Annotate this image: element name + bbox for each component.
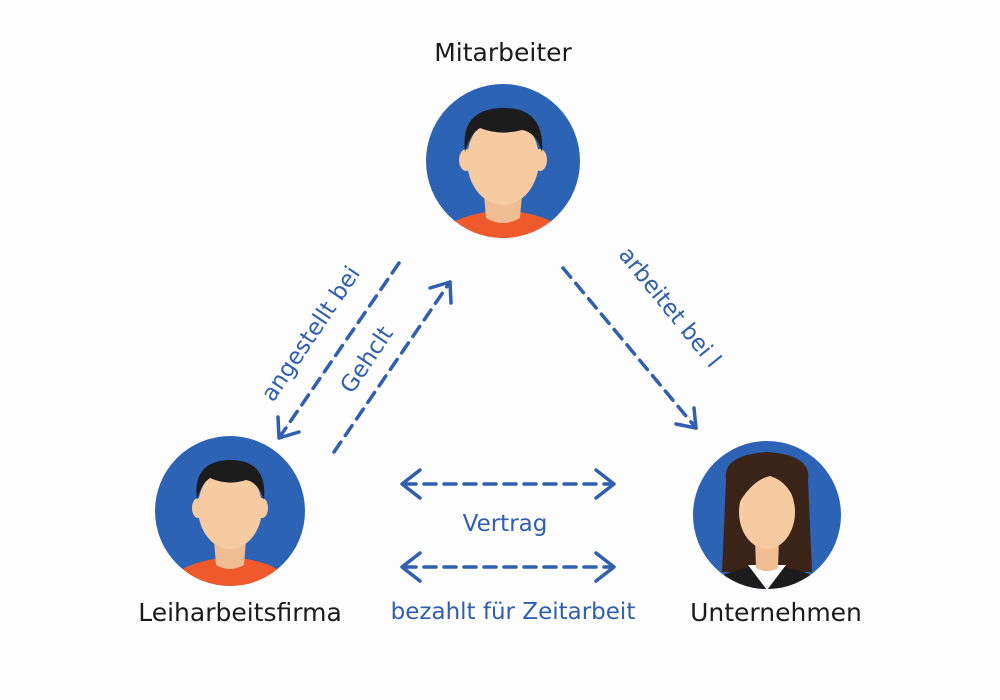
gehalt-label: Gehclt (336, 322, 399, 398)
vertrag-arrowhead-right (594, 468, 616, 500)
vertrag-label: Vertrag (463, 511, 548, 537)
arbeitet-bei-arrowhead (674, 406, 698, 430)
vertrag-arrowhead-left (400, 468, 422, 500)
mitarbeiter-label: Mitarbeiter (434, 38, 572, 67)
gehalt-arrow (332, 280, 452, 454)
bezahlt-arrowhead-right (594, 551, 616, 583)
gehalt-arrowhead (428, 280, 453, 305)
bezahlt-arrowhead-left (400, 551, 422, 583)
leiharbeitsfirma-label: Leiharbeitsfirma (138, 598, 342, 627)
unternehmen-avatar-icon (693, 441, 841, 589)
unternehmen-label: Unternehmen (690, 598, 862, 627)
leiharbeitsfirma-avatar-icon (155, 436, 305, 586)
angestellt-bei-arrow (277, 261, 401, 440)
mitarbeiter-avatar-icon (426, 84, 580, 238)
arbeitet-bei-arrow (561, 266, 698, 430)
bezahlt-label: bezahlt für Zeitarbeit (391, 599, 636, 625)
angestellt-bei-arrowhead (276, 415, 301, 440)
arbeitet-bei-label: arbeitet bei l (613, 242, 726, 373)
